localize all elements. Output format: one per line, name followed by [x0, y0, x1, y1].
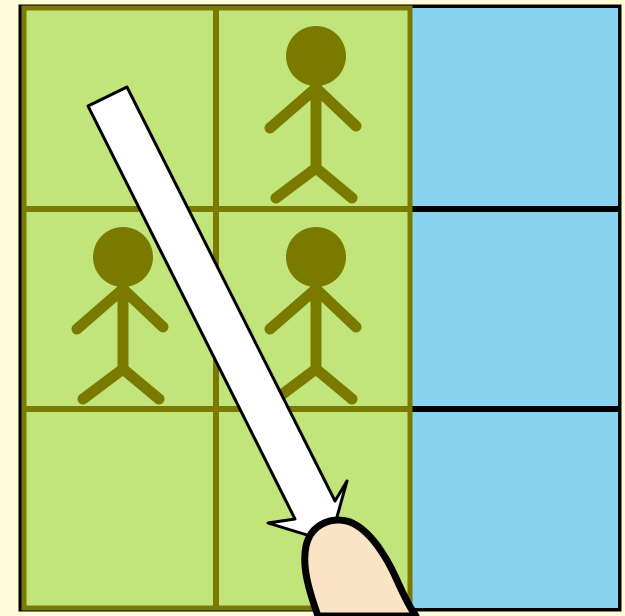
board-cell-0-2[interactable]	[410, 8, 618, 209]
board-cell-1-2[interactable]	[410, 209, 618, 409]
board-cell-2-2[interactable]	[410, 409, 618, 608]
